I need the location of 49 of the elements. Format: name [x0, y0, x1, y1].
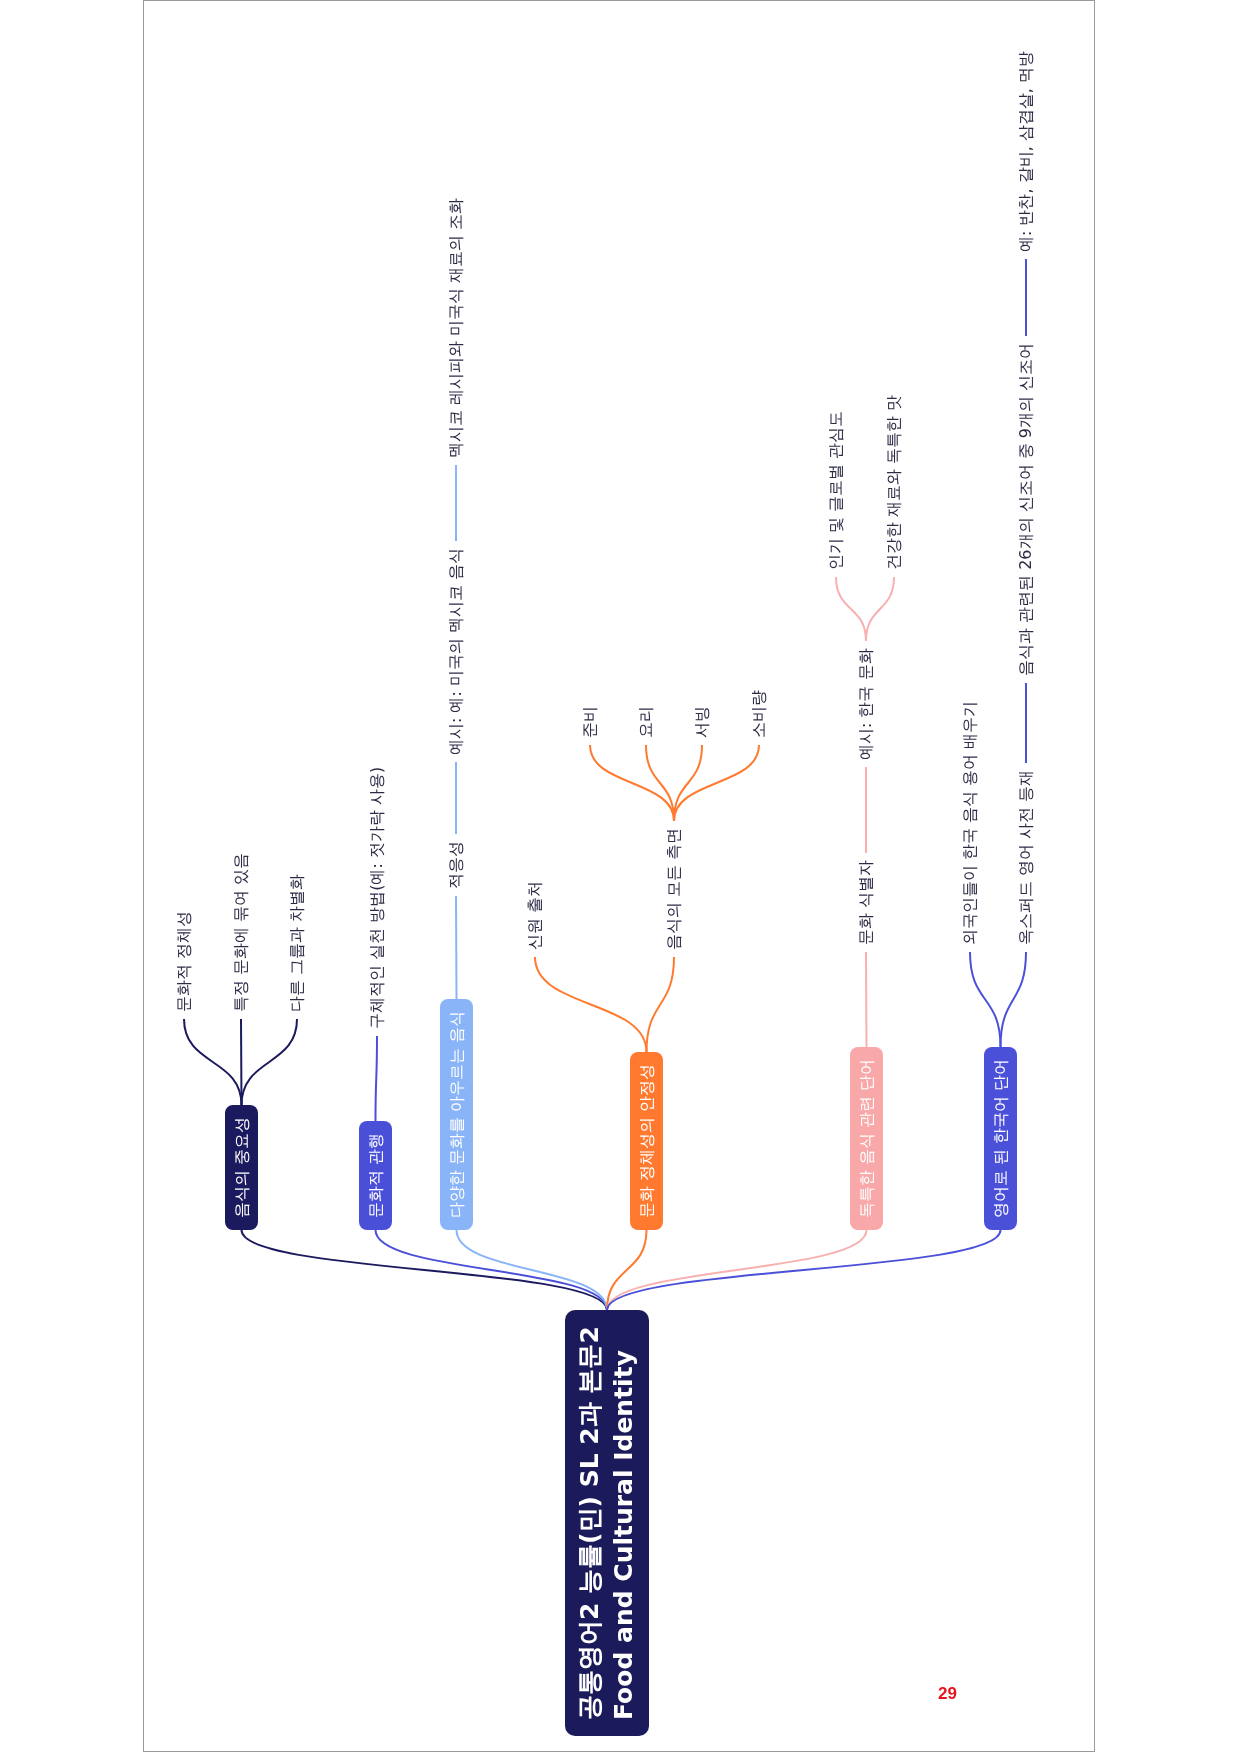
topic-box: 문화적 관행: [358, 1120, 392, 1230]
subtopic-text: 음식의 모든 측면: [663, 827, 685, 950]
subtopic-text: 준비: [579, 706, 601, 738]
connector-line: [1025, 682, 1027, 764]
subtopic-text: 적응성: [445, 841, 467, 889]
subtopic-text: 문화 식별자: [855, 859, 877, 945]
topic-box: 음식의 중요성: [224, 1104, 258, 1230]
topic-box: 다양한 문화를 아우르는 음식: [439, 998, 473, 1230]
subtopic-text: 건강한 재료와 독특한 맛: [883, 394, 905, 570]
title-text: Food and Cultural Identity: [608, 1349, 639, 1720]
connector-line: [374, 1035, 378, 1122]
subtopic-text: 멕시코 레시피와 미국식 재료의 조화: [445, 197, 467, 458]
subtopic-text: 서빙: [691, 706, 713, 738]
connector-line: [240, 1018, 243, 1106]
connector-line: [455, 895, 458, 1000]
topic-box: 독특한 음식 관련 단어: [849, 1046, 883, 1230]
connector-line: [999, 951, 1027, 1048]
connector-line: [969, 951, 1002, 1048]
subtopic-text: 옥스퍼드 영어 사전 등재: [1015, 769, 1037, 945]
connector-line: [645, 956, 675, 1053]
connector-line: [865, 576, 895, 642]
subtopic-text: 다른 그룹과 차별화: [286, 873, 308, 1012]
subtopic-text: 문화적 정체성: [173, 910, 195, 1012]
subtopic-text: 예시: 한국 문화: [855, 648, 877, 760]
subtopic-text: 구체적인 실천 방법(예: 젓가락 사용): [366, 766, 388, 1029]
topic-box: 영어로 된 한국어 단어: [983, 1046, 1017, 1230]
connector-line: [865, 766, 867, 854]
subtopic-text: 요리: [635, 706, 657, 738]
connector-line: [865, 951, 868, 1048]
subtopic-text: 음식과 관련된 26개의 신조어 중 9개의 신조어: [1015, 342, 1037, 676]
root-topic-box: [565, 1310, 649, 1736]
subtopic-text: 외국인들이 한국 음식 용어 배우기: [959, 700, 981, 945]
connector-line: [455, 761, 457, 835]
subtopic-text: 소비량: [748, 690, 770, 738]
page-number: 29: [938, 1684, 957, 1704]
connector-line: [606, 1229, 1002, 1311]
subtopic-text: 특정 문화에 묶여 있음: [230, 852, 252, 1012]
connector-line: [673, 744, 760, 822]
subtopic-text: 예: 반찬, 갈비, 삼겹살, 먹방: [1015, 51, 1037, 252]
connector-line: [455, 464, 457, 542]
subtopic-text: 인기 및 글로벌 관심도: [825, 410, 847, 570]
connector-line: [1025, 258, 1027, 337]
subtopic-text: 신원 출처: [524, 880, 546, 950]
topic-box: 문화 정체성의 안정성: [629, 1051, 663, 1230]
connector-line: [240, 1018, 298, 1106]
subtopic-text: 예시: 예: 미국의 멕시코 음식: [445, 547, 467, 755]
connector-line: [240, 1229, 608, 1311]
title-text: 공통영어2 능률(민) SL 2과 본문2: [574, 1326, 605, 1720]
connector-line: [534, 956, 648, 1053]
